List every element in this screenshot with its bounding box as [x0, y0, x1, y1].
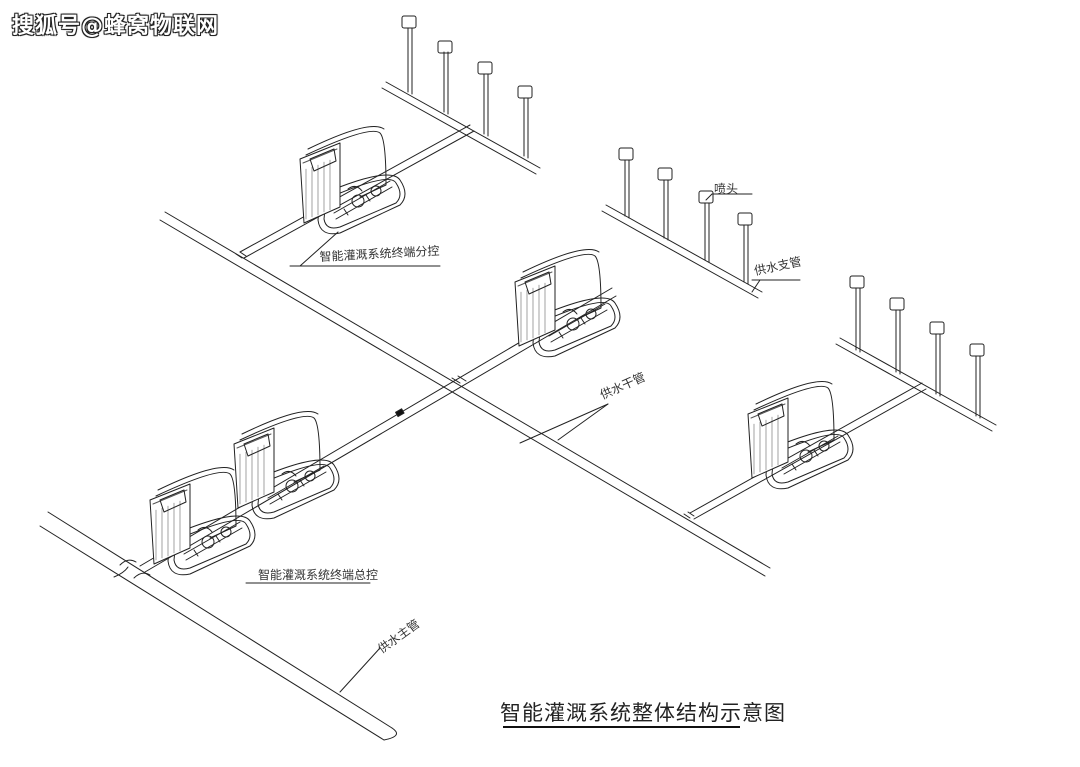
label-nozzle: 喷头: [714, 182, 739, 196]
supply-trunk-pipe: [39, 511, 397, 741]
branch-pipe-right: [689, 382, 927, 520]
controller-box-upper: [299, 126, 406, 235]
controller-box-right: [747, 381, 854, 490]
diagram-title: 智能灌溉系统整体结构示意图: [500, 701, 786, 725]
sprinkler-manifold-3: [835, 275, 997, 432]
sprinkler-manifold-2: [601, 147, 763, 299]
label-terminal-master-controller: 智能灌溉系统终端总控: [258, 568, 379, 582]
sprinkler-manifold-1: [381, 15, 541, 175]
branch-pipe-upper-left: [239, 124, 475, 259]
leader-lines: [245, 193, 801, 693]
controller-box-master-a: [233, 411, 340, 520]
watermark-text: 搜狐号@蜂窝物联网: [12, 14, 220, 39]
main-water-pipe: [159, 211, 771, 577]
title-underline: [503, 726, 740, 728]
